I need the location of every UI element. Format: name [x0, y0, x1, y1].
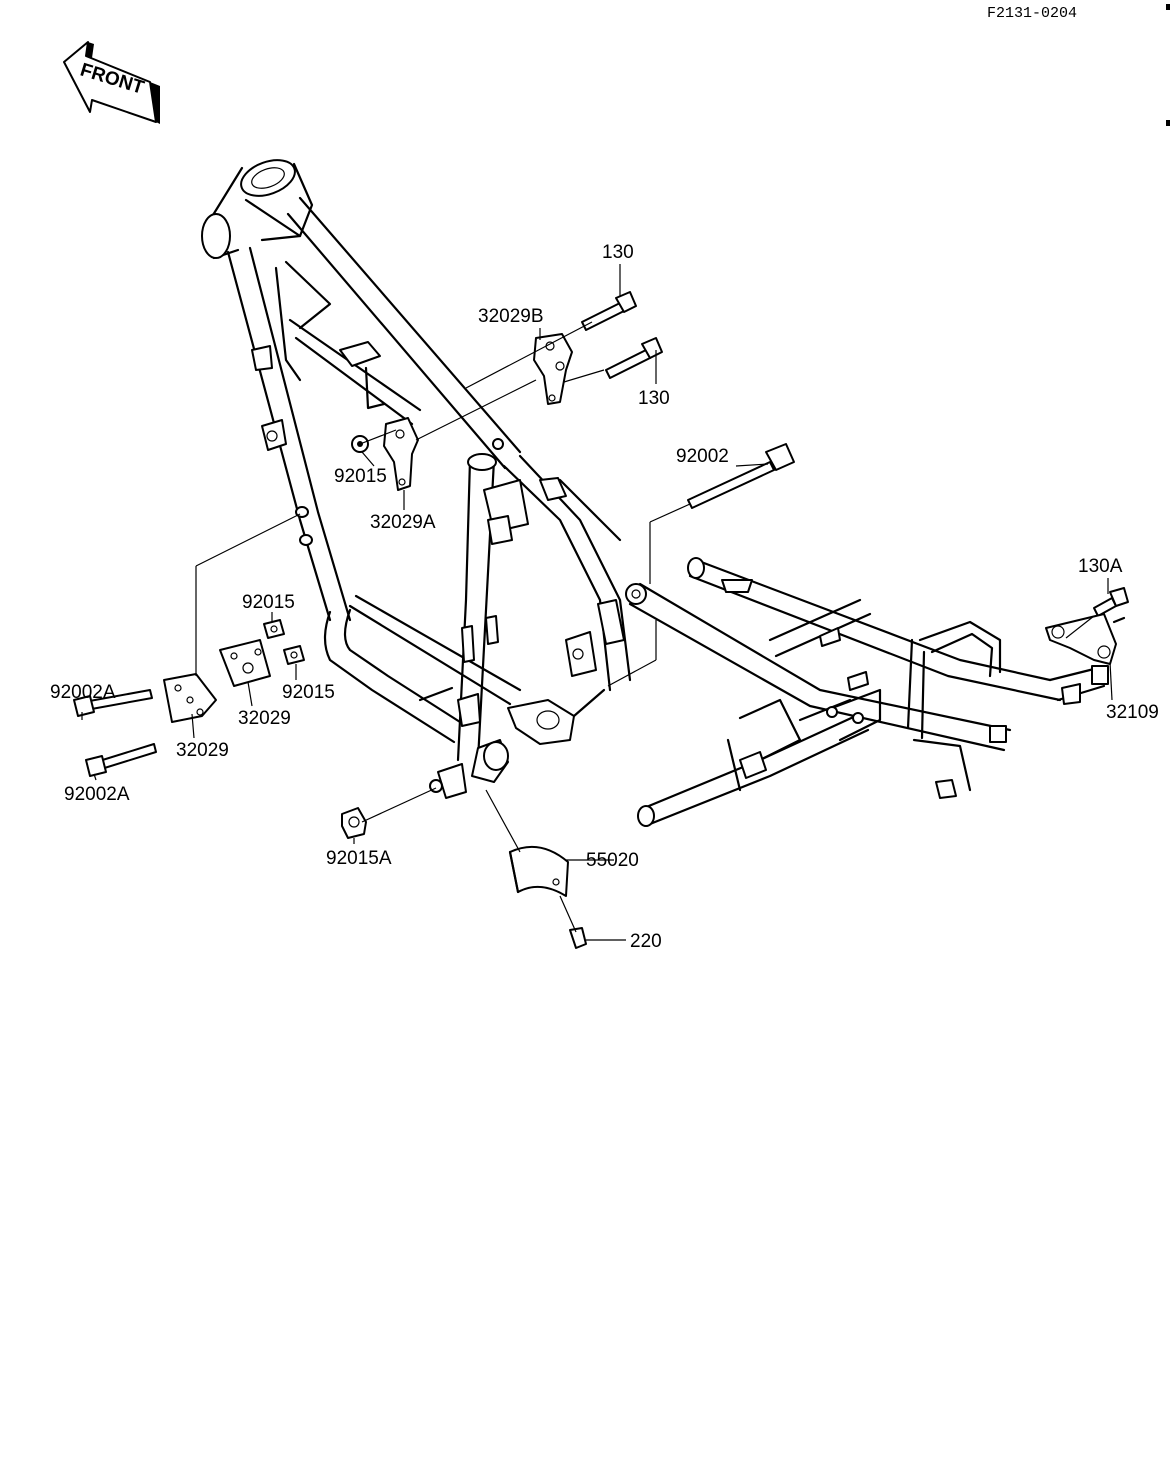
nut-92015-mid — [283, 645, 305, 665]
bolt-130a — [1093, 587, 1129, 617]
bolt-92002a-upper — [73, 689, 153, 717]
callout-92002a-upper: 92002A — [50, 682, 116, 703]
bracket-32029-left — [163, 673, 217, 723]
bolt-92002a-lower — [85, 743, 157, 777]
bolt-130-lower — [605, 337, 663, 379]
callout-92015-top: 92015 — [242, 592, 295, 613]
callout-130-lower: 130 — [638, 388, 670, 409]
bracket-32029-center — [219, 639, 271, 687]
callout-92015a: 92015A — [326, 848, 392, 869]
callout-92002a-lower: 92002A — [64, 784, 130, 805]
bracket-32029a — [383, 417, 419, 491]
callout-32029b: 32029B — [478, 306, 544, 327]
bolt-130-upper — [581, 291, 637, 331]
callout-92015-frame: 92015 — [334, 466, 387, 487]
main-frame — [201, 159, 632, 799]
leader-lines — [81, 264, 1113, 941]
callout-92015-mid: 92015 — [282, 682, 335, 703]
nut-92015-top — [263, 619, 285, 639]
bracket-32109 — [1045, 613, 1126, 665]
front-arrow-icon: FRONT — [63, 41, 160, 124]
cover-55020 — [508, 845, 569, 897]
diagram-code: F2131-0204 — [987, 5, 1077, 22]
callout-92002: 92002 — [676, 446, 729, 467]
margin-mark — [1166, 120, 1170, 126]
margin-mark — [1166, 4, 1170, 10]
callout-130-upper: 130 — [602, 242, 634, 263]
callout-32109: 32109 — [1106, 702, 1159, 723]
callout-130a: 130A — [1078, 556, 1123, 577]
screw-220 — [569, 927, 587, 949]
rear-sub-frame — [625, 557, 1109, 827]
bracket-32029b — [533, 333, 573, 405]
callout-32029-center: 32029 — [238, 708, 291, 729]
nut-92015a — [341, 807, 367, 839]
bolt-92002 — [687, 443, 795, 509]
callout-220: 220 — [630, 931, 662, 952]
callout-32029a: 32029A — [370, 512, 436, 533]
callout-55020: 55020 — [586, 850, 639, 871]
callout-32029-left: 32029 — [176, 740, 229, 761]
